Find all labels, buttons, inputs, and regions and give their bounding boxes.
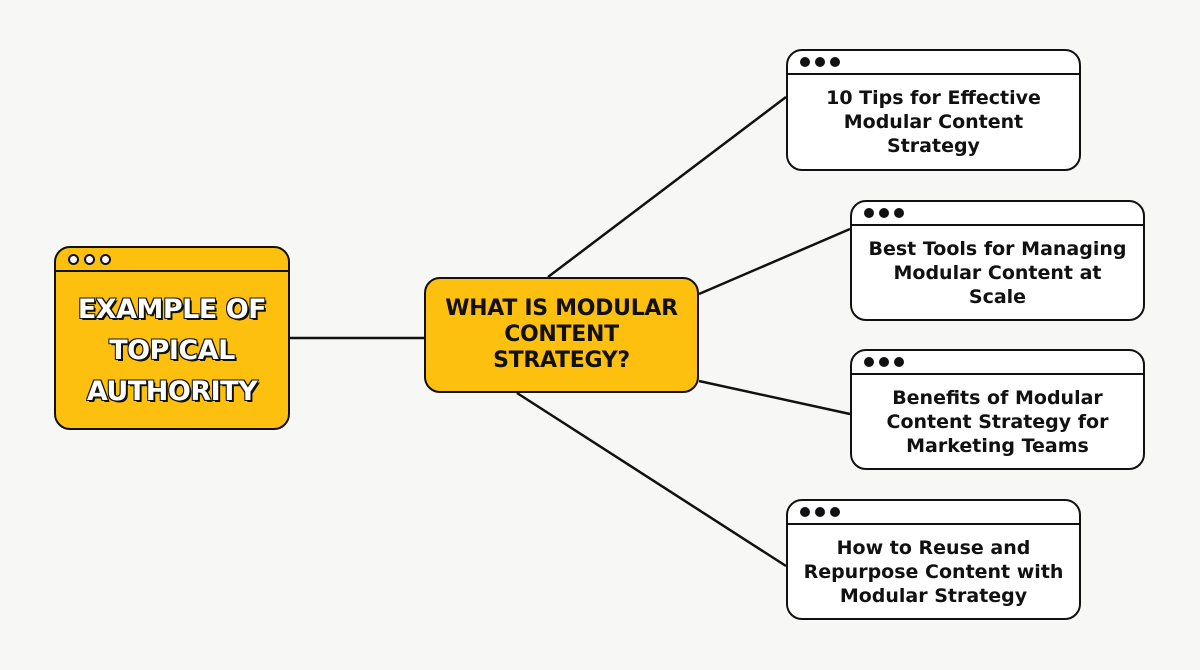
- subtopic-node-2: Best Tools for Managing Modular Content …: [850, 200, 1145, 321]
- window-dot-icon: [864, 208, 874, 218]
- window-dot-icon: [894, 357, 904, 367]
- window-dot-icon: [815, 57, 825, 67]
- subtopic-label: How to Reuse and Repurpose Content with …: [803, 536, 1064, 607]
- subtopic-label: Benefits of Modular Content Strategy for…: [886, 386, 1109, 457]
- window-bar: [788, 501, 1079, 525]
- connector-center-subtopic-2: [698, 227, 851, 296]
- subtopic-label: Best Tools for Managing Modular Content …: [868, 237, 1127, 308]
- window-dot-icon: [879, 208, 889, 218]
- window-dot-icon: [800, 57, 810, 67]
- window-dot-icon: [800, 507, 810, 517]
- window-bar: [56, 248, 288, 272]
- connector-center-subtopic-1: [547, 96, 787, 278]
- root-node-label: EXAMPLE OF TOPICAL AUTHORITY: [77, 293, 267, 408]
- window-dot-icon: [879, 357, 889, 367]
- window-dot-icon: [815, 507, 825, 517]
- window-bar: [788, 51, 1079, 75]
- window-dot-icon: [894, 208, 904, 218]
- connector-center-subtopic-4: [516, 391, 787, 568]
- center-node: WHAT IS MODULAR CONTENT STRATEGY?: [424, 277, 699, 393]
- subtopic-node-3: Benefits of Modular Content Strategy for…: [850, 349, 1145, 470]
- window-bar: [852, 351, 1143, 375]
- window-dot-icon: [100, 253, 111, 265]
- subtopic-node-4: How to Reuse and Repurpose Content with …: [786, 499, 1081, 620]
- root-node: EXAMPLE OF TOPICAL AUTHORITY: [54, 246, 290, 430]
- subtopic-node-1: 10 Tips for Effective Modular Content St…: [786, 49, 1081, 171]
- window-bar: [852, 202, 1143, 226]
- window-dot-icon: [830, 57, 840, 67]
- window-dot-icon: [68, 253, 79, 265]
- window-dot-icon: [84, 253, 95, 265]
- connector-center-subtopic-3: [698, 379, 851, 416]
- window-dot-icon: [864, 357, 874, 367]
- subtopic-label: 10 Tips for Effective Modular Content St…: [826, 87, 1041, 157]
- window-dot-icon: [830, 507, 840, 517]
